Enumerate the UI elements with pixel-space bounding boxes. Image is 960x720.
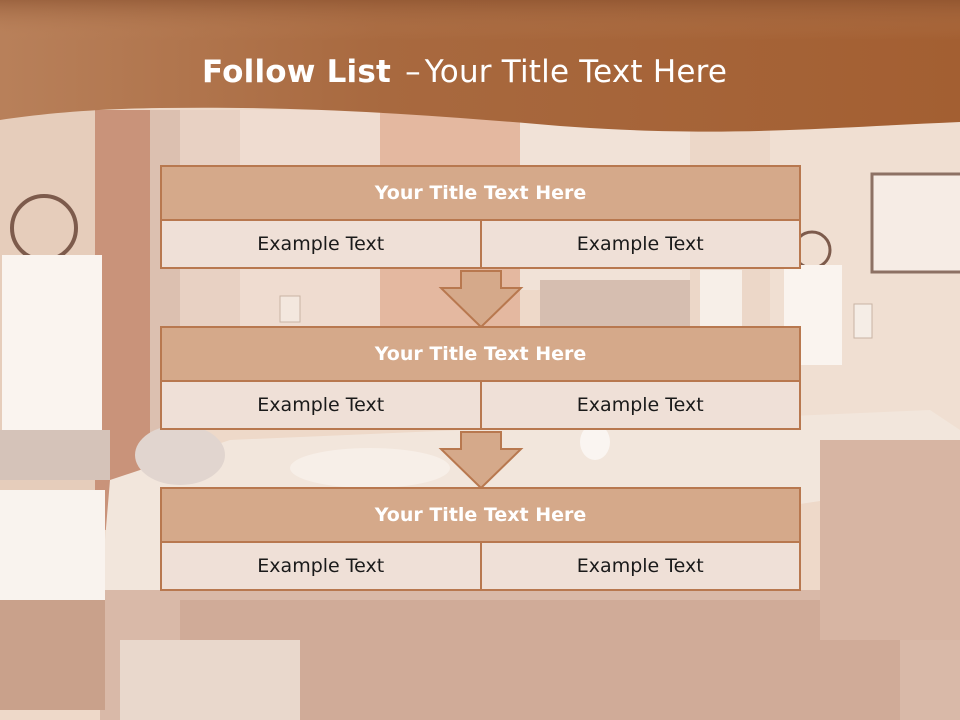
step-row: Example Text Example Text: [160, 219, 801, 269]
step-row: Example Text Example Text: [160, 541, 801, 591]
step-title: Your Title Text Here: [160, 326, 801, 382]
step-box-3: Your Title Text Here Example Text Exampl…: [160, 487, 801, 591]
step-title: Your Title Text Here: [160, 165, 801, 221]
down-arrow-icon: [438, 270, 524, 329]
step-cell-right: Example Text: [479, 541, 801, 591]
down-arrow-icon: [438, 431, 524, 490]
step-cell-right: Example Text: [479, 219, 801, 269]
step-row: Example Text Example Text: [160, 380, 801, 430]
step-cell-left: Example Text: [160, 541, 482, 591]
step-box-2: Your Title Text Here Example Text Exampl…: [160, 326, 801, 430]
step-box-1: Your Title Text Here Example Text Exampl…: [160, 165, 801, 269]
step-cell-right: Example Text: [479, 380, 801, 430]
slide-title-dash: –: [405, 54, 421, 90]
step-cell-left: Example Text: [160, 380, 482, 430]
slide-title-rest: Your Title Text Here: [424, 54, 728, 90]
step-title: Your Title Text Here: [160, 487, 801, 543]
slide-title-bold: Follow List: [202, 54, 392, 90]
slide-title: Follow List–Your Title Text Here: [202, 54, 727, 90]
step-cell-left: Example Text: [160, 219, 482, 269]
